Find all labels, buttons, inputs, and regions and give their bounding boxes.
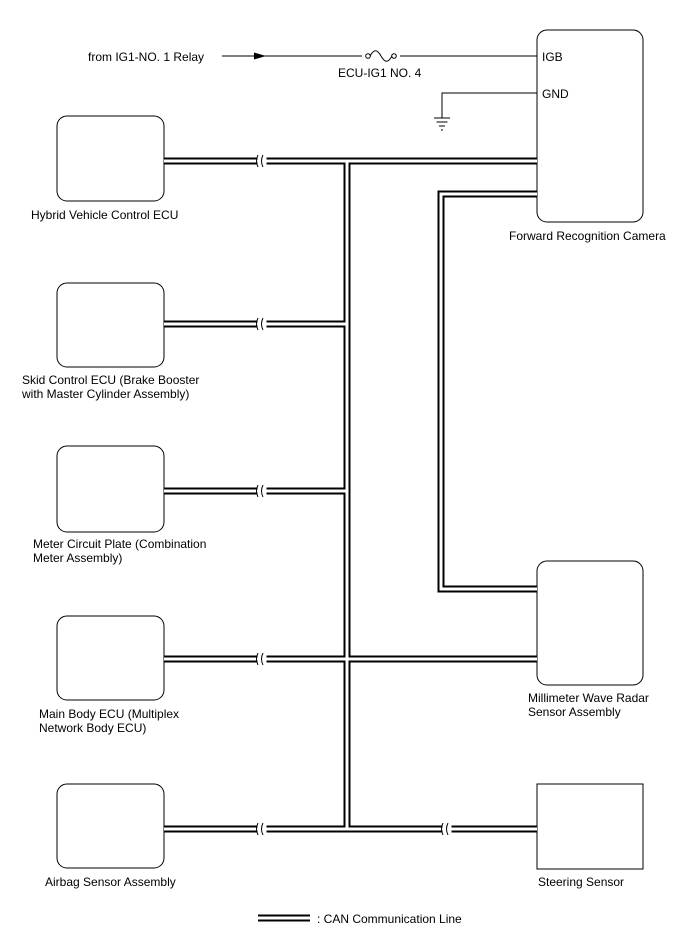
millimeter-wave-radar-label-line2: Sensor Assembly bbox=[528, 705, 621, 719]
power-source-label: from IG1-NO. 1 Relay bbox=[88, 50, 205, 64]
forward-recognition-camera-label: Forward Recognition Camera bbox=[509, 229, 666, 243]
can-bus-lines bbox=[164, 157, 537, 833]
millimeter-wave-radar-label-line1: Millimeter Wave Radar bbox=[528, 691, 649, 705]
fuse-symbol bbox=[362, 50, 400, 62]
meter-circuit-plate-label-line1: Meter Circuit Plate (Combination bbox=[33, 537, 207, 551]
pin-igb-label: IGB bbox=[542, 50, 563, 64]
ground-symbol bbox=[434, 117, 450, 131]
hybrid-vehicle-control-ecu-label: Hybrid Vehicle Control ECU bbox=[31, 208, 179, 222]
millimeter-wave-radar-sensor-box bbox=[536, 560, 644, 686]
forward-recognition-camera-box bbox=[536, 29, 644, 223]
can-legend-label: : CAN Communication Line bbox=[317, 912, 462, 926]
skid-control-ecu-box bbox=[56, 282, 165, 368]
pin-gnd-label: GND bbox=[542, 87, 569, 101]
airbag-sensor-assembly-label: Airbag Sensor Assembly bbox=[45, 875, 176, 889]
main-body-ecu-label-line2: Network Body ECU) bbox=[39, 721, 147, 735]
line-break-marks bbox=[256, 152, 452, 838]
skid-control-ecu-label-line2: with Master Cylinder Assembly) bbox=[22, 387, 190, 401]
steering-sensor-label: Steering Sensor bbox=[538, 875, 625, 889]
airbag-sensor-assembly-box bbox=[56, 783, 165, 869]
power-arrow bbox=[254, 52, 266, 60]
ground-line bbox=[441, 92, 537, 118]
main-body-ecu-box bbox=[56, 615, 165, 701]
fuse-label: ECU-IG1 NO. 4 bbox=[338, 66, 422, 80]
meter-circuit-plate-box bbox=[56, 445, 165, 533]
steering-sensor-box bbox=[536, 783, 644, 870]
main-body-ecu-label-line1: Main Body ECU (Multiplex bbox=[39, 707, 180, 721]
skid-control-ecu-label-line1: Skid Control ECU (Brake Booster bbox=[22, 373, 200, 387]
hybrid-vehicle-control-ecu-box bbox=[56, 115, 165, 202]
meter-circuit-plate-label-line2: Meter Assembly) bbox=[33, 551, 123, 565]
